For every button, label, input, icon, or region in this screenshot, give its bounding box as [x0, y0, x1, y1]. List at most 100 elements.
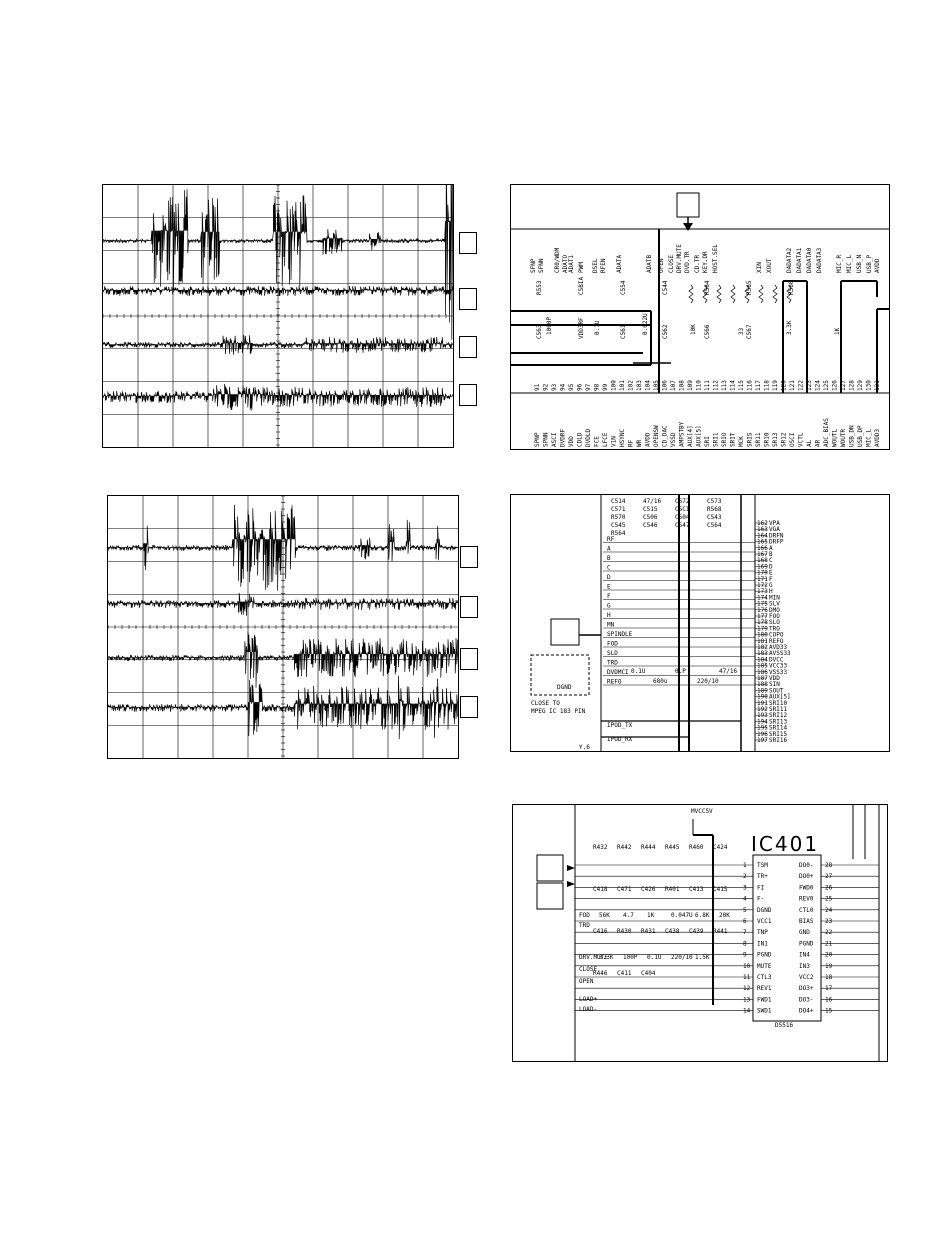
pin-label: SRI11 — [769, 706, 787, 713]
component-label: C554 — [620, 280, 627, 295]
ic-pin-right: IN4 — [799, 952, 810, 959]
net-label: D — [607, 574, 611, 581]
pin-label-bottom: USB_DN — [849, 425, 856, 447]
pin-number: 110 — [696, 380, 703, 391]
pin-label: COPO — [769, 632, 784, 639]
pin-label: H — [769, 588, 773, 595]
pin-number: 125 — [823, 380, 830, 391]
pin-label: D — [769, 563, 773, 570]
pin-label-bottom: WOUTL — [832, 429, 839, 447]
component-label: C572 — [675, 498, 690, 505]
component-label: C506 — [643, 514, 658, 521]
component-value: 0.P — [675, 668, 686, 675]
ic-pin-right: GND — [799, 929, 810, 936]
pin-label: AUX[5] — [769, 694, 791, 701]
pin-number: 94 — [560, 383, 567, 391]
pin-label-bottom: SR12 — [781, 432, 788, 447]
component-label: C545 — [611, 522, 626, 529]
pin-number: 181 — [757, 638, 768, 645]
ic-pin-number: 17 — [825, 985, 833, 992]
pin-number: 106 — [662, 380, 669, 391]
probe-tag-2d — [460, 696, 478, 718]
pin-number: 105 — [653, 380, 660, 391]
component-label: C515 — [643, 506, 658, 513]
pin-number: 178 — [757, 619, 768, 626]
component-label: R444 — [641, 844, 656, 851]
ic-pin-number: 20 — [825, 952, 833, 959]
pin-number: 124 — [815, 380, 822, 391]
scope-trace — [103, 383, 453, 411]
component-label: C514 — [611, 498, 626, 505]
ic-pin-left: CTL3 — [757, 974, 772, 981]
pin-label-top: KEY.DR — [702, 251, 709, 273]
ic-pin-number: 13 — [743, 996, 751, 1003]
pin-label: MIN — [769, 594, 780, 601]
component-label: C418 — [593, 886, 608, 893]
component-label: R568 — [707, 506, 722, 513]
component-label: C567 — [746, 324, 753, 339]
pin-number: 118 — [764, 380, 771, 391]
net-label: TRD — [579, 922, 590, 929]
component-label: C439 — [689, 928, 704, 935]
ic-pin-right: CTL0 — [799, 907, 814, 914]
probe-tag-1d — [459, 384, 477, 406]
component-value: 0.1U — [594, 320, 601, 335]
pin-label-bottom: SRIS — [747, 432, 754, 447]
pin-label-top: DSEL — [592, 258, 599, 273]
ic-pin-number: 2 — [743, 873, 747, 880]
pin-number: 128 — [849, 380, 856, 391]
component-value: 10K — [690, 324, 697, 335]
pin-number: 187 — [757, 675, 768, 682]
pin-label-top: OPEN — [658, 258, 665, 273]
ic-pin-left: VCC1 — [757, 918, 772, 925]
net-label: TRD — [607, 660, 618, 667]
pin-label: G — [769, 582, 773, 589]
pin-label-bottom: FCE — [594, 436, 601, 447]
pin-label-top: ADATB — [646, 255, 653, 273]
component-label: C5BIA — [578, 277, 585, 295]
pin-number: 193 — [757, 712, 768, 719]
net-label: IPOD_TX — [607, 722, 633, 729]
pin-number: 112 — [713, 380, 720, 391]
ic-pin-left: TR+ — [757, 873, 768, 880]
pin-label-bottom: V1N — [611, 436, 618, 447]
net-label: DRV.MUTE — [579, 954, 608, 961]
ground-label: DGND — [557, 684, 572, 691]
pin-label-bottom: AUX[5] — [696, 425, 703, 447]
ic401-body — [752, 854, 822, 1022]
pin-number: 167 — [757, 551, 768, 558]
pin-number: 196 — [757, 731, 768, 738]
component-label: R441 — [713, 928, 728, 935]
pin-number: 114 — [730, 380, 737, 391]
pin-number: 185 — [757, 663, 768, 670]
ic-pin-left: IN1 — [757, 940, 768, 947]
pin-label-top: ADATO — [562, 255, 569, 273]
pin-number: 109 — [687, 380, 694, 391]
pin-label-bottom: VCTL — [798, 432, 805, 447]
net-label: IPOD_RX — [607, 736, 633, 743]
pin-label: TRO — [769, 625, 780, 632]
component-label: C5C1 — [675, 506, 690, 513]
pin-label-top: DADATA0 — [806, 247, 813, 273]
component-label: R570 — [611, 514, 626, 521]
component-label: R553 — [536, 280, 543, 295]
pin-label-bottom: WR — [636, 439, 643, 447]
ic-pin-right: IN3 — [799, 963, 810, 970]
ic-pin-right: DO4+ — [799, 1008, 814, 1015]
pin-number: 189 — [757, 687, 768, 694]
pin-number: 121 — [789, 380, 796, 391]
pin-number: 103 — [636, 380, 643, 391]
pin-label-top: SFNN — [538, 258, 545, 273]
pin-label-top: CD.TR — [694, 255, 701, 273]
net-label: MVCC5V — [691, 808, 713, 815]
pin-label-bottom: AL — [806, 439, 813, 447]
component-value: 1000P — [546, 317, 553, 335]
component-label: R566 — [788, 280, 795, 295]
pin-label: VDD — [769, 675, 780, 682]
component-label: C564 — [707, 522, 722, 529]
component-value: 6.8K — [695, 912, 710, 919]
pin-label-bottom: VDD — [568, 436, 575, 447]
pin-number: 192 — [757, 706, 768, 713]
pin-label: A — [769, 545, 773, 552]
pin-label: SOUT — [769, 687, 784, 694]
